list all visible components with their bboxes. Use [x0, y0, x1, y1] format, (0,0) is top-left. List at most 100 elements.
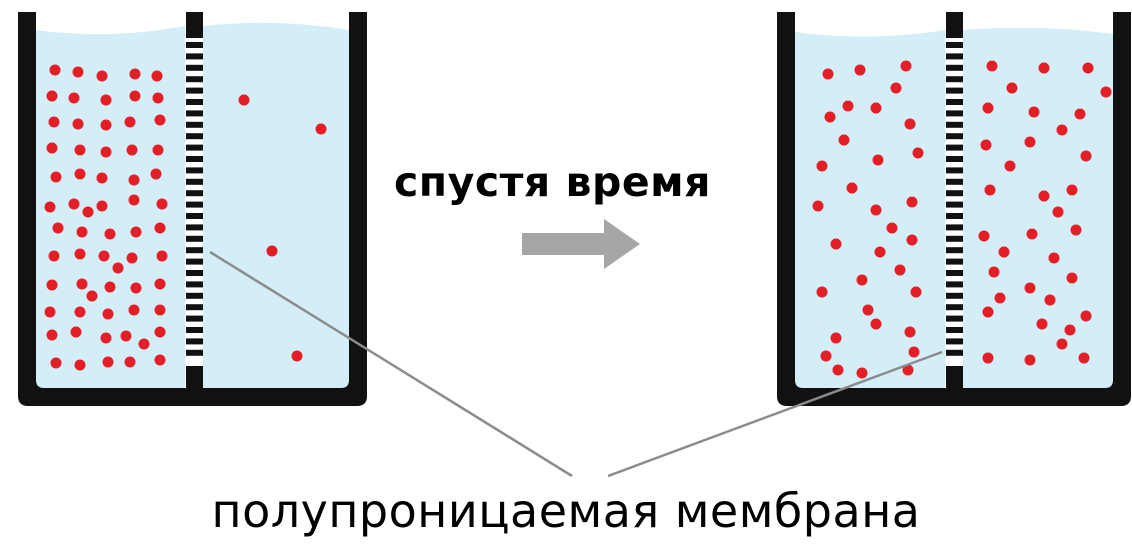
solute-particle: [291, 350, 303, 362]
membrane-segment: [946, 338, 963, 345]
membrane-segment: [186, 156, 203, 162]
solute-particle: [96, 70, 108, 82]
arrow-shaft: [522, 233, 608, 255]
arrow-head: [604, 219, 640, 269]
membrane-segment: [186, 235, 203, 242]
membrane-segment: [186, 270, 203, 276]
solute-particle: [832, 364, 844, 376]
solute-particle: [70, 326, 82, 338]
solute-particle: [50, 171, 62, 183]
solute-particle: [894, 264, 906, 276]
solute-particle: [104, 228, 116, 240]
solute-particle: [96, 200, 108, 212]
solute-particle: [1006, 82, 1018, 94]
membrane-upper-post: [186, 12, 203, 38]
solute-particle: [154, 354, 166, 366]
solute-particle: [126, 144, 138, 156]
solute-particle: [1078, 352, 1090, 364]
right-arrow-icon: [522, 219, 640, 269]
membrane-segment: [186, 349, 203, 356]
membrane-segment: [186, 190, 203, 197]
solute-particle: [52, 222, 64, 234]
solute-particle: [130, 226, 142, 238]
vessel-after: [777, 12, 1131, 406]
membrane-segment: [946, 315, 963, 322]
solute-particle: [902, 364, 914, 376]
solute-particle: [1064, 324, 1076, 336]
membrane-segment: [946, 110, 963, 117]
solute-particle: [100, 94, 112, 106]
solute-particle: [830, 238, 842, 250]
solute-particle: [48, 116, 60, 128]
solute-particle: [1024, 354, 1036, 366]
solute-particle: [44, 201, 56, 213]
solute-particle: [129, 90, 141, 102]
membrane-segment: [186, 87, 203, 94]
membrane-segment: [946, 258, 963, 265]
solute-particle: [128, 194, 140, 206]
membrane-segment: [186, 247, 203, 254]
membrane-label: полупроницаемая мембрана: [211, 484, 921, 538]
membrane-segment: [946, 42, 963, 48]
solute-particle: [76, 278, 88, 290]
solute-particle: [74, 144, 86, 156]
solute-particle: [870, 318, 882, 330]
membrane-segment: [946, 247, 963, 254]
solute-particle: [124, 356, 136, 368]
solution-right-before: [203, 22, 350, 389]
membrane-segment: [186, 315, 203, 322]
solute-particle: [154, 278, 166, 290]
solute-particle: [906, 196, 918, 208]
solute-particle: [998, 246, 1010, 258]
solute-particle: [872, 154, 884, 166]
solute-particle: [1080, 150, 1092, 162]
solute-particle: [44, 306, 56, 318]
solute-particle: [980, 139, 992, 151]
solute-particle: [68, 92, 80, 104]
membrane-segment: [946, 99, 963, 105]
solute-particle: [104, 281, 116, 293]
membrane-segment: [186, 99, 203, 105]
solute-particle: [74, 359, 86, 371]
membrane-segment: [946, 190, 963, 197]
solute-particle: [1100, 86, 1112, 98]
solute-particle: [100, 332, 112, 344]
solute-particle: [100, 119, 112, 131]
pointer-line-right: [607, 350, 943, 478]
solute-particle: [1056, 124, 1068, 136]
solute-particle: [856, 274, 868, 286]
solute-particle: [886, 222, 898, 234]
membrane-segment: [186, 167, 203, 174]
solute-particle: [102, 356, 114, 368]
membrane-segment: [186, 64, 203, 71]
membrane-segment: [186, 133, 203, 140]
membrane-segment: [946, 76, 963, 83]
solute-particle: [46, 329, 58, 341]
membrane-segment: [946, 281, 963, 288]
solute-particle: [68, 198, 80, 210]
solute-particle: [978, 230, 990, 242]
solute-particle: [112, 262, 124, 274]
membrane-segment: [186, 53, 203, 60]
solute-particle: [842, 100, 854, 112]
membrane-segment: [186, 76, 203, 83]
membrane-segment: [946, 64, 963, 71]
membrane-segment: [186, 338, 203, 345]
solute-particle: [862, 304, 874, 316]
membrane-segment: [186, 304, 203, 311]
solute-particle: [50, 357, 62, 369]
membrane-segment: [186, 201, 203, 208]
solute-particle: [72, 66, 84, 78]
solute-particle: [1052, 206, 1064, 218]
membrane-segment: [946, 133, 963, 140]
membrane-segment: [946, 304, 963, 311]
membrane-segment: [946, 327, 963, 333]
solute-particle: [904, 326, 916, 338]
solute-particle: [1024, 136, 1036, 148]
solute-particle: [154, 222, 166, 234]
solute-particle: [150, 168, 162, 180]
solute-particle: [986, 60, 998, 72]
vessel-before: [18, 12, 367, 406]
membrane-segment: [186, 281, 203, 288]
